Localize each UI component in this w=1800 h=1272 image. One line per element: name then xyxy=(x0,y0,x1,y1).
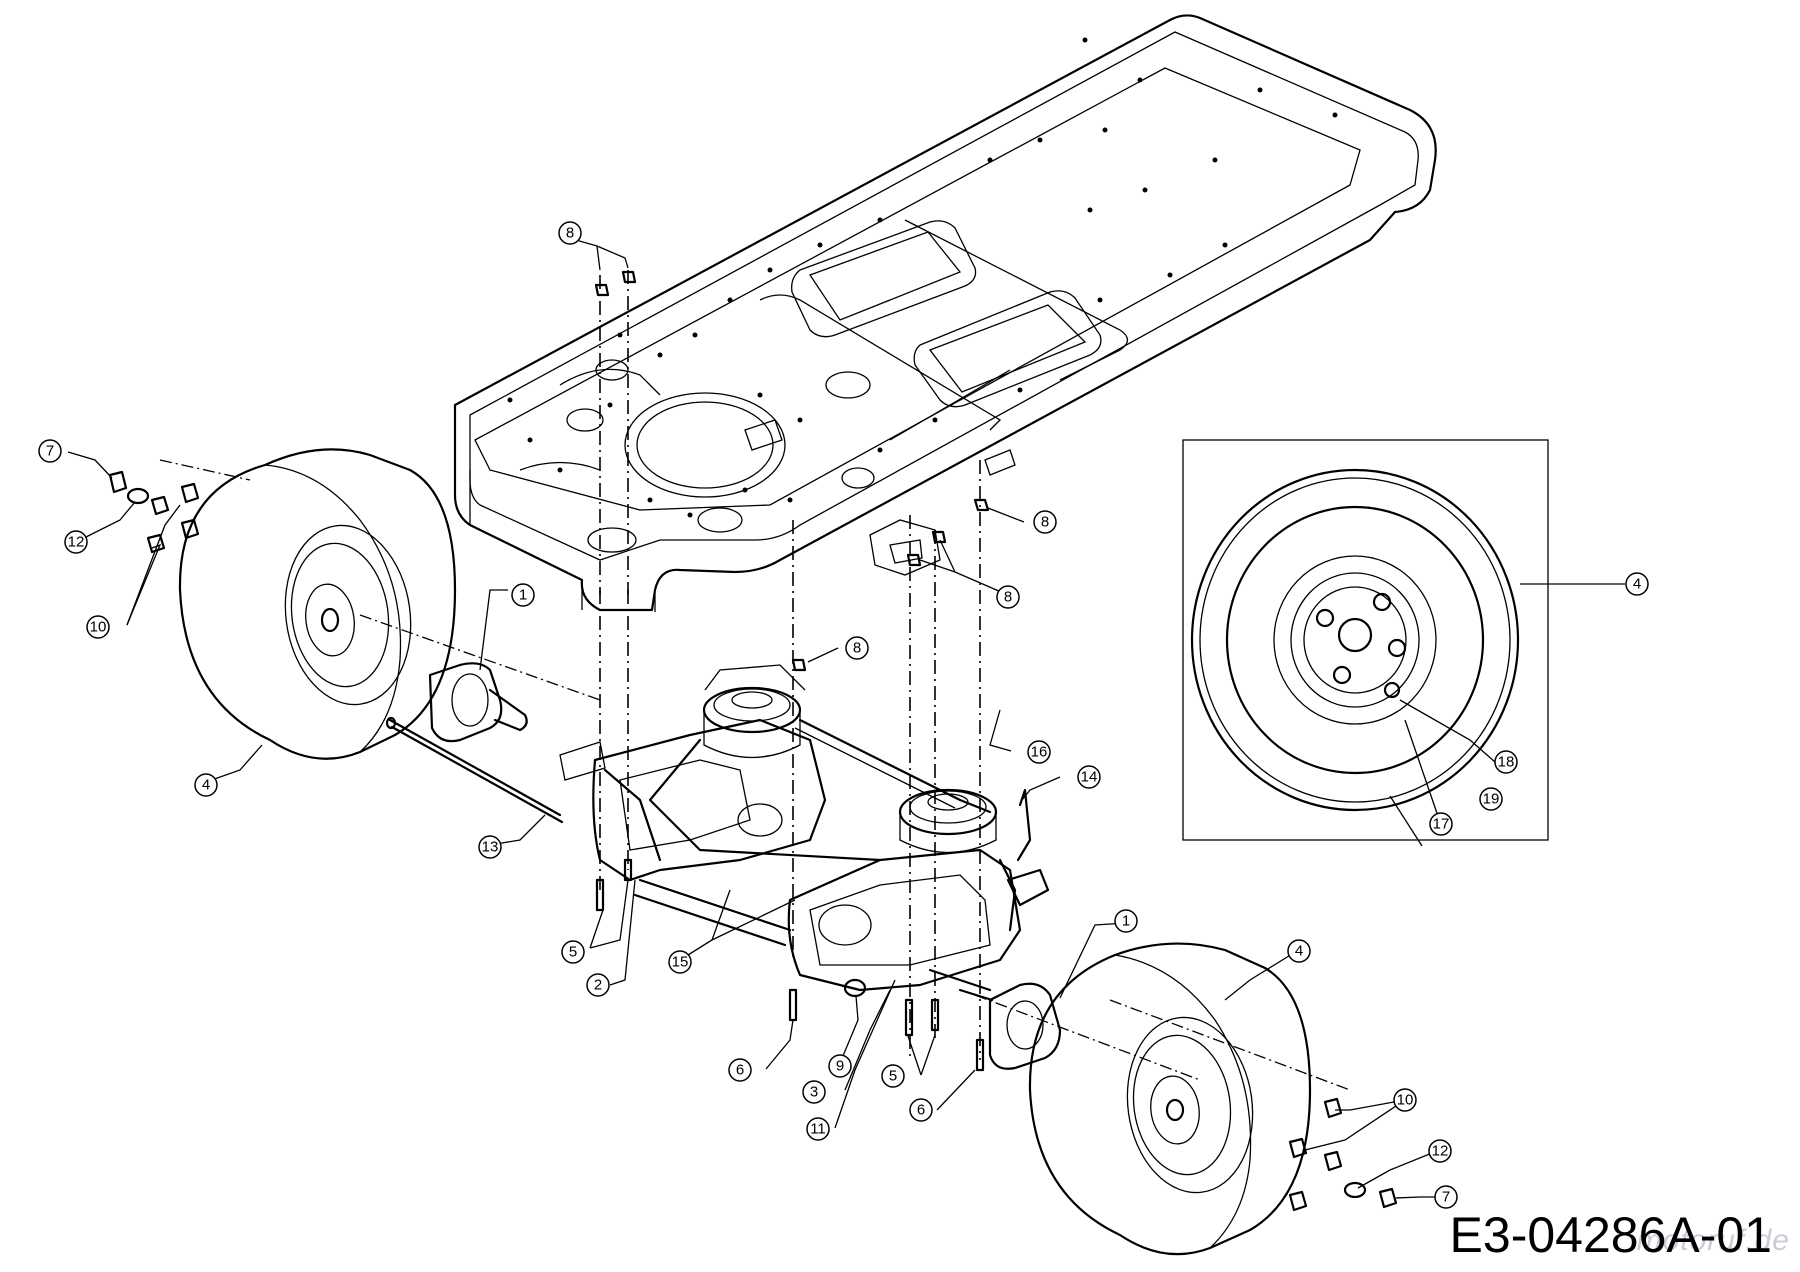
callout-12-right: 12 xyxy=(1428,1139,1452,1163)
callout-bubbles: 8 8 8 8 7 12 10 1 4 4 18 19 17 16 14 13 … xyxy=(38,221,1649,1209)
callout-4-inset: 4 xyxy=(1625,572,1649,596)
svg-text:18: 18 xyxy=(1498,754,1515,771)
callout-18: 18 xyxy=(1494,750,1518,774)
svg-text:13: 13 xyxy=(482,839,499,856)
callout-6-left: 6 xyxy=(728,1058,752,1082)
callout-9: 9 xyxy=(828,1054,852,1078)
right-pulley xyxy=(898,788,998,854)
right-wheel-hardware xyxy=(1288,1097,1398,1212)
callout-5-right: 5 xyxy=(881,1064,905,1088)
svg-text:4: 4 xyxy=(1295,943,1303,960)
callout-1-right: 1 xyxy=(1114,909,1138,933)
svg-text:7: 7 xyxy=(46,443,54,460)
assembly-centerlines xyxy=(159,270,1351,1091)
bypass-lever xyxy=(1006,868,1050,907)
left-wheel-tire xyxy=(178,448,457,760)
svg-text:9: 9 xyxy=(836,1058,844,1075)
callout-2: 2 xyxy=(586,973,610,997)
callout-16: 16 xyxy=(1027,740,1051,764)
callout-3: 3 xyxy=(802,1080,826,1104)
left-wheel-hardware xyxy=(108,470,200,554)
frame-chassis xyxy=(453,14,1437,612)
cross-tube xyxy=(633,878,792,947)
left-hub xyxy=(428,662,528,743)
svg-text:5: 5 xyxy=(569,944,577,961)
callout-10-left: 10 xyxy=(86,615,110,639)
svg-text:7: 7 xyxy=(1442,1189,1450,1206)
callout-8-right: 8 xyxy=(1033,510,1057,534)
right-axle xyxy=(928,968,992,992)
leader-lines xyxy=(67,235,1625,1199)
callout-1-left: 1 xyxy=(511,583,535,607)
svg-text:11: 11 xyxy=(810,1121,826,1138)
svg-text:10: 10 xyxy=(1397,1092,1414,1109)
svg-text:14: 14 xyxy=(1081,769,1098,786)
callout-15: 15 xyxy=(668,950,692,974)
svg-text:16: 16 xyxy=(1031,744,1048,761)
svg-text:5: 5 xyxy=(889,1068,897,1085)
callout-6-right: 6 xyxy=(909,1098,933,1122)
left-transaxle xyxy=(559,718,827,882)
callout-4-left: 4 xyxy=(194,773,218,797)
watermark: motoruf.de xyxy=(1636,1224,1790,1257)
svg-text:17: 17 xyxy=(1433,816,1450,833)
callout-5-left: 5 xyxy=(561,940,585,964)
wheel-detail-inset xyxy=(1182,439,1549,841)
right-wheel-tire xyxy=(1028,942,1312,1256)
callout-7-left: 7 xyxy=(38,439,62,463)
callout-14: 14 xyxy=(1077,765,1101,789)
callout-8-bracket: 8 xyxy=(996,585,1020,609)
right-hub xyxy=(958,982,1062,1070)
callout-17: 17 xyxy=(1429,812,1453,836)
callout-11: 11 xyxy=(806,1117,830,1141)
drive-belt xyxy=(648,718,992,862)
callout-8-top: 8 xyxy=(558,221,582,245)
control-rod xyxy=(1016,788,1032,862)
svg-text:8: 8 xyxy=(853,640,861,657)
svg-text:2: 2 xyxy=(594,977,602,994)
svg-text:8: 8 xyxy=(1041,514,1049,531)
svg-text:8: 8 xyxy=(1004,589,1012,606)
svg-text:4: 4 xyxy=(1633,576,1641,593)
svg-text:1: 1 xyxy=(519,587,527,604)
svg-text:6: 6 xyxy=(917,1102,925,1119)
frame-nuts xyxy=(594,270,990,672)
svg-text:4: 4 xyxy=(202,777,210,794)
svg-text:10: 10 xyxy=(90,619,107,636)
callout-13: 13 xyxy=(478,835,502,859)
svg-text:6: 6 xyxy=(736,1062,744,1079)
mount-bolts xyxy=(595,858,985,1072)
axle-rod xyxy=(388,718,564,824)
axle-rod-end xyxy=(385,716,397,730)
svg-text:15: 15 xyxy=(672,954,689,971)
drawing-number: E3-04286A-01 xyxy=(1449,1207,1772,1263)
svg-text:3: 3 xyxy=(810,1084,818,1101)
svg-text:12: 12 xyxy=(68,534,85,551)
callout-12-left: 12 xyxy=(64,530,88,554)
callout-4-right: 4 xyxy=(1287,939,1311,963)
callout-7-right: 7 xyxy=(1434,1185,1458,1209)
svg-text:19: 19 xyxy=(1483,791,1500,808)
callout-10-right: 10 xyxy=(1393,1088,1417,1112)
callout-19: 19 xyxy=(1479,787,1503,811)
svg-text:8: 8 xyxy=(566,225,574,242)
svg-text:1: 1 xyxy=(1122,913,1130,930)
left-pulley xyxy=(702,664,806,759)
callout-8-center: 8 xyxy=(845,636,869,660)
right-transaxle xyxy=(787,848,1022,992)
svg-text:12: 12 xyxy=(1432,1143,1449,1160)
